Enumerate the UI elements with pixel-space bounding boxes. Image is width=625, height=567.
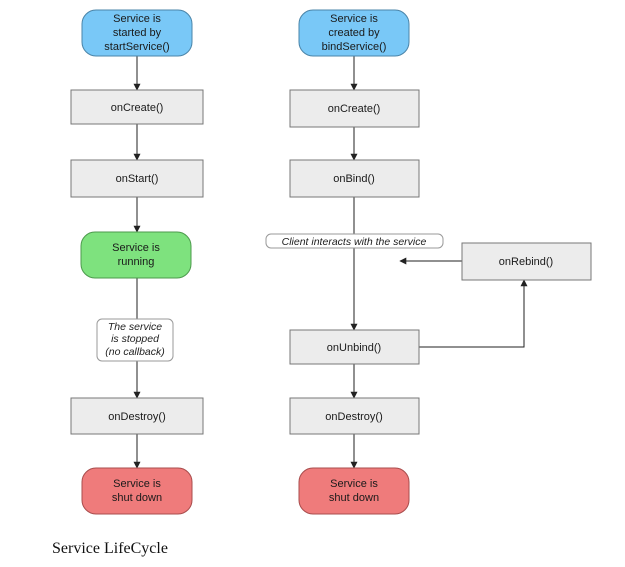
right-ondestroy-label: onDestroy() (325, 411, 382, 423)
left-oncreate-node: onCreate() (70, 89, 204, 125)
right-onbind-node: onBind() (289, 159, 420, 198)
onunbind-node: onUnbind() (289, 329, 420, 365)
stopped-note-line-1: The service (108, 321, 162, 333)
running-node: Service is running (80, 231, 192, 279)
left-ondestroy-node: onDestroy() (70, 397, 204, 435)
left-onstart-label: onStart() (116, 173, 159, 185)
right-start-line-2: created by (328, 27, 380, 39)
right-shutdown-line-2: shut down (329, 492, 379, 504)
stopped-note-line-3: (no callback) (105, 346, 165, 358)
left-shutdown-line-2: shut down (112, 492, 162, 504)
figure-caption: Service LifeCycle (52, 540, 168, 557)
right-start-node: Service is created by bindService() (298, 9, 410, 57)
right-shutdown-line-1: Service is (330, 478, 378, 490)
left-start-line-2: started by (113, 27, 162, 39)
left-oncreate-label: onCreate() (111, 102, 164, 114)
left-start-line-1: Service is (113, 13, 161, 25)
left-ondestroy-label: onDestroy() (108, 411, 165, 423)
client-interaction-label: Client interacts with the service (282, 236, 427, 248)
right-onbind-label: onBind() (333, 173, 375, 185)
client-interaction-note: Client interacts with the service (265, 233, 444, 249)
right-start-line-3: bindService() (322, 41, 387, 53)
left-start-node: Service is started by startService() (81, 9, 193, 57)
left-shutdown-line-1: Service is (113, 478, 161, 490)
right-connectors (350, 56, 528, 469)
running-line-2: running (118, 256, 155, 268)
onrebind-label: onRebind() (499, 256, 553, 268)
onrebind-node: onRebind() (461, 242, 592, 281)
left-onstart-node: onStart() (70, 159, 204, 198)
running-line-1: Service is (112, 242, 160, 254)
right-ondestroy-node: onDestroy() (289, 397, 420, 435)
right-start-line-1: Service is (330, 13, 378, 25)
stopped-note-line-2: is stopped (111, 333, 160, 345)
right-shutdown-node: Service is shut down (298, 467, 410, 515)
stopped-note: The service is stopped (no callback) (96, 318, 174, 362)
left-shutdown-node: Service is shut down (81, 467, 193, 515)
onunbind-label: onUnbind() (327, 342, 381, 354)
right-oncreate-node: onCreate() (289, 89, 420, 128)
left-start-line-3: startService() (104, 41, 169, 53)
right-oncreate-label: onCreate() (328, 103, 381, 115)
